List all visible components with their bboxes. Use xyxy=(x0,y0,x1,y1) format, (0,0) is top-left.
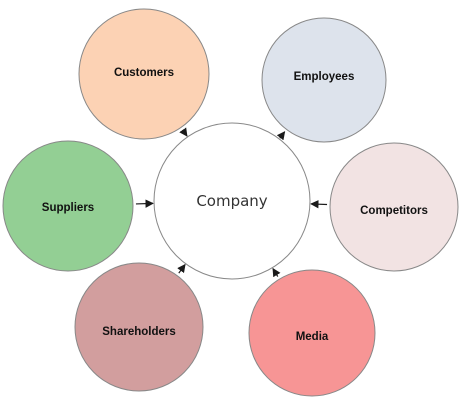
employees-node: Employees xyxy=(261,17,387,143)
shareholders-circle xyxy=(74,262,204,392)
shareholders-arrow xyxy=(177,263,186,274)
customers-label: Customers xyxy=(114,67,174,79)
competitors-node: Competitors xyxy=(329,142,459,272)
center-node: Company xyxy=(153,122,311,280)
suppliers-node: Suppliers xyxy=(2,140,134,272)
employees-arrow xyxy=(276,131,286,141)
shareholders-node: Shareholders xyxy=(74,262,204,392)
competitors-label: Competitors xyxy=(360,205,428,217)
suppliers-arrow xyxy=(135,199,154,208)
shareholders-label: Shareholders xyxy=(102,326,176,338)
employees-label: Employees xyxy=(294,71,355,83)
customers-circle xyxy=(78,8,210,140)
employees-circle xyxy=(261,17,387,143)
media-node: Media xyxy=(248,269,376,397)
suppliers-label: Suppliers xyxy=(42,202,94,214)
competitors-arrow xyxy=(310,200,328,209)
company-circle xyxy=(153,122,311,280)
customers-node: Customers xyxy=(78,8,210,140)
customers-arrow xyxy=(179,127,188,137)
company-label: Company xyxy=(196,192,267,210)
media-arrow xyxy=(272,267,281,278)
connector-group xyxy=(135,127,328,278)
competitors-circle xyxy=(329,142,459,272)
media-circle xyxy=(248,269,376,397)
suppliers-circle xyxy=(2,140,134,272)
media-label: Media xyxy=(296,331,329,343)
